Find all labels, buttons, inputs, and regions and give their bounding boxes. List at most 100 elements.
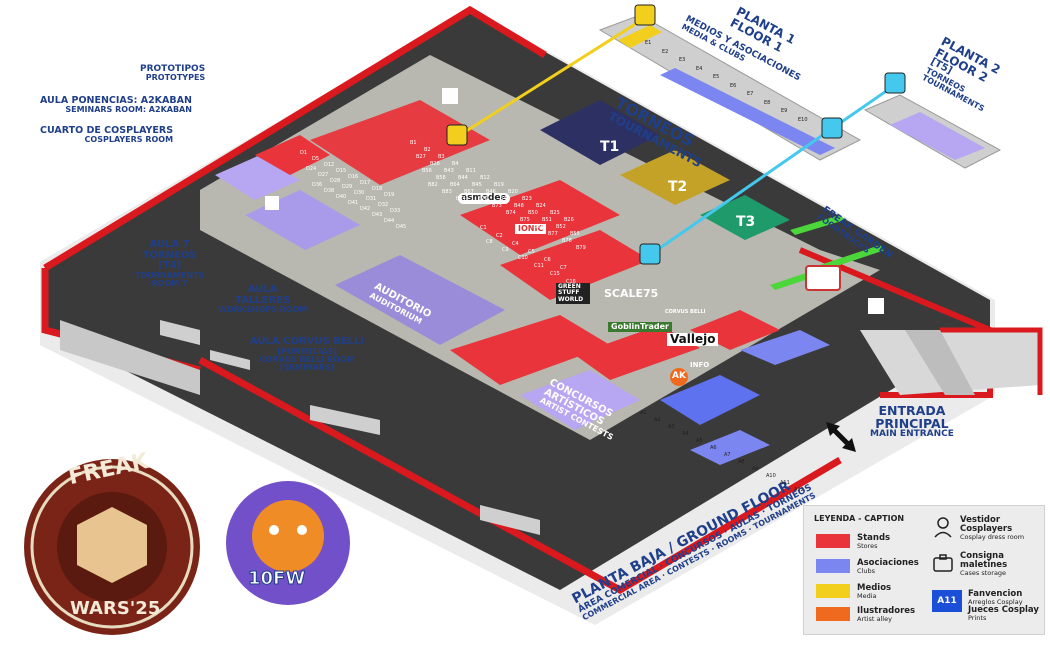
elevator-icon[interactable] <box>639 243 661 265</box>
booth-label[interactable]: B83 <box>442 189 452 195</box>
booth-label[interactable]: D31 <box>366 196 377 202</box>
booth-label[interactable]: A5 <box>696 438 703 444</box>
booth-label[interactable]: E6 <box>730 82 737 89</box>
brand-ionic[interactable]: IONIC <box>515 224 547 235</box>
booth-label[interactable]: B84 <box>456 196 466 202</box>
booth-label[interactable]: E5 <box>713 74 720 80</box>
booth-label[interactable]: B56 <box>422 168 432 174</box>
booth-label[interactable]: B44 <box>458 175 468 181</box>
stands-south[interactable] <box>450 315 610 385</box>
booth-label[interactable]: B50 <box>528 210 538 216</box>
booth-label[interactable]: D32 <box>378 202 389 208</box>
booth-label[interactable]: D5 <box>312 156 320 162</box>
booth-label[interactable]: B74 <box>506 210 516 216</box>
booth-label[interactable]: A7 <box>724 452 731 458</box>
booth-label[interactable]: D28 <box>330 178 341 184</box>
stands-center-2[interactable] <box>500 230 650 300</box>
booth-label[interactable]: B20 <box>508 189 518 195</box>
elevator-icon[interactable] <box>446 124 468 146</box>
brand-asmodee[interactable]: asmodee <box>458 193 510 205</box>
booth-label[interactable]: D24 <box>306 166 317 172</box>
brand-goblin[interactable]: GoblinTrader <box>608 322 672 333</box>
booth-label[interactable]: A3 <box>668 424 675 430</box>
booth-label[interactable]: E4 <box>696 65 703 72</box>
booth-label[interactable]: B25 <box>550 210 560 216</box>
booth-label[interactable]: E10 <box>798 116 808 123</box>
booth-label[interactable]: A1 <box>640 410 647 416</box>
booth-label[interactable]: D40 <box>336 194 347 200</box>
booth-label[interactable]: B47 <box>500 196 510 202</box>
booth-label[interactable]: C1 <box>480 225 487 231</box>
booth-label[interactable]: D38 <box>324 188 335 194</box>
booth-label[interactable]: A4 <box>682 431 689 437</box>
booth-label[interactable]: B1 <box>410 140 417 146</box>
booth-label[interactable]: C4 <box>512 241 519 247</box>
booth-label[interactable]: D18 <box>372 186 383 192</box>
booth-label[interactable]: D15 <box>336 168 347 174</box>
booth-label[interactable]: E1 <box>645 40 652 46</box>
booth-label[interactable]: B2 <box>424 147 431 153</box>
booth-label[interactable]: D16 <box>348 174 359 180</box>
stands-north[interactable] <box>310 100 490 185</box>
booth-label[interactable]: C5 <box>528 249 535 255</box>
info-point[interactable]: INFO <box>690 361 710 369</box>
booth-label[interactable]: B46 <box>486 189 496 195</box>
booth-label[interactable]: D45 <box>396 224 407 230</box>
booth-label[interactable]: D29 <box>342 184 353 190</box>
booth-label[interactable]: B72 <box>478 196 488 202</box>
booth-label[interactable]: B4 <box>452 161 459 167</box>
booth-label[interactable]: A9 <box>752 466 759 472</box>
booth-label[interactable]: D17 <box>360 180 371 186</box>
booth-label[interactable]: D44 <box>384 218 395 224</box>
booth-label[interactable]: B79 <box>576 245 586 251</box>
booth-label[interactable]: C9 <box>502 247 509 253</box>
booth-label[interactable]: D33 <box>390 208 401 214</box>
booth-label[interactable]: A6 <box>710 445 717 451</box>
booth-label[interactable]: B28 <box>430 161 440 167</box>
booth-label[interactable]: C6 <box>544 257 551 263</box>
booth-label[interactable]: B12 <box>480 175 490 181</box>
elevator-icon[interactable] <box>634 4 656 26</box>
booth-label[interactable]: C11 <box>534 263 544 269</box>
booth-label[interactable]: E7 <box>747 91 754 97</box>
booth-label[interactable]: B19 <box>494 182 504 188</box>
brand-green-stuff[interactable]: GREEN STUFF WORLD <box>556 283 590 304</box>
booth-label[interactable]: B26 <box>564 217 574 223</box>
booth-label[interactable]: A11 <box>780 480 790 486</box>
booth-label[interactable]: B58 <box>436 175 446 181</box>
booth-label[interactable]: A2 <box>654 417 661 423</box>
booth-label[interactable]: B78 <box>562 238 572 244</box>
booth-label[interactable]: E3 <box>679 57 686 63</box>
booth-label[interactable]: A12 <box>794 487 804 493</box>
booth-label[interactable]: B23 <box>522 196 532 202</box>
stands-center[interactable] <box>460 180 620 255</box>
booth-label[interactable]: B73 <box>492 203 502 209</box>
elevator-icon[interactable] <box>884 72 906 94</box>
booth-label[interactable]: B27 <box>416 154 426 160</box>
booth-label[interactable]: D12 <box>324 162 335 168</box>
booth-label[interactable]: B77 <box>548 231 558 237</box>
booth-label[interactable]: B11 <box>466 168 476 174</box>
booth-label[interactable]: B55 <box>570 231 580 237</box>
booth-label[interactable]: B51 <box>542 217 552 223</box>
booth-label[interactable]: C8 <box>486 239 493 245</box>
booth-label[interactable]: D19 <box>384 192 395 198</box>
brand-corvus[interactable]: CORVUS BELLI <box>665 309 706 315</box>
booth-label[interactable]: C10 <box>518 255 528 261</box>
booth-label[interactable]: D36 <box>312 182 323 188</box>
booth-label[interactable]: B3 <box>438 154 445 160</box>
booth-label[interactable]: E8 <box>764 99 771 106</box>
booth-label[interactable]: C15 <box>550 271 560 277</box>
booth-label[interactable]: B24 <box>536 203 546 209</box>
booth-label[interactable]: B75 <box>520 217 530 223</box>
brand-scale75[interactable]: SCALE75 <box>604 287 659 300</box>
booth-label[interactable]: D42 <box>360 206 371 212</box>
booth-label[interactable]: B82 <box>428 182 438 188</box>
brand-vallejo[interactable]: Vallejo <box>667 333 719 346</box>
booth-label[interactable]: A8 <box>738 459 745 465</box>
booth-label[interactable]: B76 <box>534 224 544 230</box>
brand-ak[interactable]: AK <box>670 368 688 386</box>
booth-label[interactable]: D43 <box>372 212 383 218</box>
booth-label[interactable]: B64 <box>450 182 460 188</box>
booth-label[interactable]: B43 <box>444 168 454 174</box>
